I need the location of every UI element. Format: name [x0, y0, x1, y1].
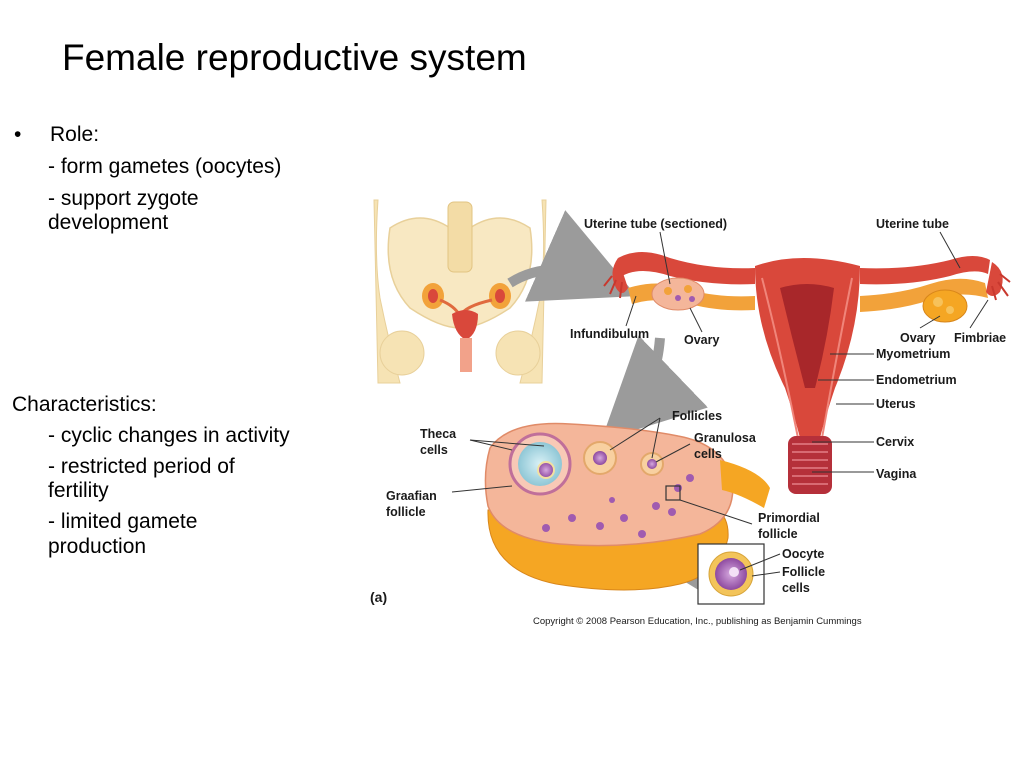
label-theca-line1: Theca	[420, 427, 457, 441]
panel-label: (a)	[370, 589, 387, 605]
label-follicles: Follicles	[672, 409, 722, 423]
characteristics-heading: Characteristics:	[12, 393, 157, 416]
label-graafian-line1: Graafian	[386, 489, 437, 503]
char-item-gamete: - limited gamete	[48, 510, 198, 534]
role-item-gametes: - form gametes (oocytes)	[48, 154, 282, 178]
role-section: • Role: - form gametes (oocytes) - suppo…	[12, 123, 281, 236]
label-follicle-cells-line1: Follicle	[782, 565, 825, 579]
pelvis-thumbnail	[373, 199, 547, 384]
char-item-fertility: - restricted period of	[48, 454, 235, 478]
label-primordial-line2: follicle	[758, 527, 798, 541]
slide-title: Female reproductive system	[62, 37, 527, 78]
anatomy-illustration: Uterine tube (sectioned) Uterine tube In…	[370, 199, 1011, 627]
label-endometrium: Endometrium	[876, 373, 957, 387]
bullet-marker: •	[14, 123, 22, 146]
reproductive-anatomy-figure: Uterine tube (sectioned) Uterine tube In…	[360, 188, 1020, 636]
label-infundibulum: Infundibulum	[570, 327, 649, 341]
label-ovary-right: Ovary	[900, 331, 935, 345]
label-myometrium: Myometrium	[876, 347, 950, 361]
label-follicle-cells-line2: cells	[782, 581, 810, 595]
role-item-zygote: - support zygote	[48, 186, 199, 210]
label-primordial-line1: Primordial	[758, 511, 820, 525]
label-theca-line2: cells	[420, 443, 448, 457]
role-heading: Role:	[50, 123, 100, 146]
zoom-arrow-upper	[507, 210, 637, 302]
label-uterus: Uterus	[876, 397, 916, 411]
characteristics-section: Characteristics: - cyclic changes in act…	[12, 393, 290, 560]
primordial-follicle-inset	[697, 543, 765, 605]
label-fimbriae: Fimbriae	[954, 331, 1006, 345]
label-oocyte: Oocyte	[782, 547, 824, 561]
label-granulosa-line1: Granulosa	[694, 431, 757, 445]
char-item-cyclic: - cyclic changes in activity	[48, 423, 290, 447]
char-item-fertility-cont: fertility	[48, 479, 109, 503]
label-ovary-left: Ovary	[684, 333, 719, 347]
uterus-diagram	[603, 252, 1011, 494]
char-item-gamete-cont: production	[48, 534, 147, 558]
copyright-notice: Copyright © 2008 Pearson Education, Inc.…	[533, 616, 862, 627]
zoom-arrow-middle	[601, 335, 708, 441]
label-cervix: Cervix	[876, 435, 914, 449]
label-granulosa-line2: cells	[694, 447, 722, 461]
label-uterine-tube-sectioned: Uterine tube (sectioned)	[584, 217, 727, 231]
leader-lines	[451, 231, 989, 577]
label-graafian-line2: follicle	[386, 505, 426, 519]
role-bullet-line: • Role:	[12, 123, 281, 148]
label-vagina: Vagina	[876, 467, 917, 481]
role-item-zygote-cont: development	[48, 211, 169, 235]
label-uterine-tube: Uterine tube	[876, 217, 949, 231]
